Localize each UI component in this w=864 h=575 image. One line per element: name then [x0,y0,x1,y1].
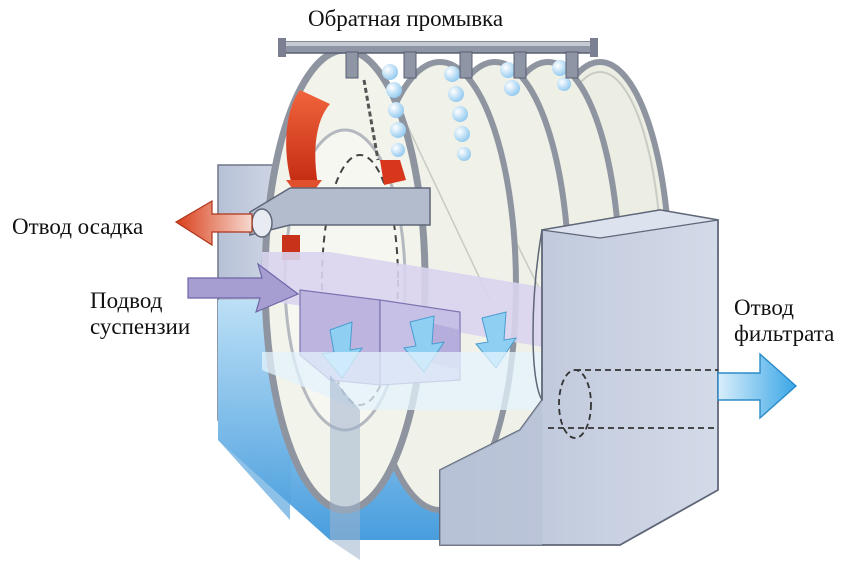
filtrate-pipe-outline [548,369,718,439]
filtrate-out-arrow [717,352,798,420]
feed-in-arrow [187,262,300,314]
spray-nozzles [345,51,579,161]
sludge-out-label: Отвод осадка [12,214,144,239]
filtrate-label-line1: Отвод [734,295,794,320]
water-surface [262,352,560,560]
spray-nozzle [345,51,406,157]
sludge-out-arrow [174,199,253,247]
spray-nozzle [459,51,520,96]
tank-front-housing [439,209,719,546]
spray-nozzle [403,51,471,161]
spray-nozzle [565,51,579,79]
backwash-label: Обратная промывка [308,6,504,31]
scraper-chain [362,79,380,161]
filtrate-label-line2: фильтрата [734,320,835,346]
feed-label: Подвод суспензии [90,288,190,340]
spray-nozzle [513,51,571,91]
feed-label-line1: Подвод [90,288,163,313]
filtrate-label: Отвод фильтрата [734,295,834,347]
feed-label-line2: суспензии [90,313,191,339]
backwash-header-pipe [278,38,598,57]
